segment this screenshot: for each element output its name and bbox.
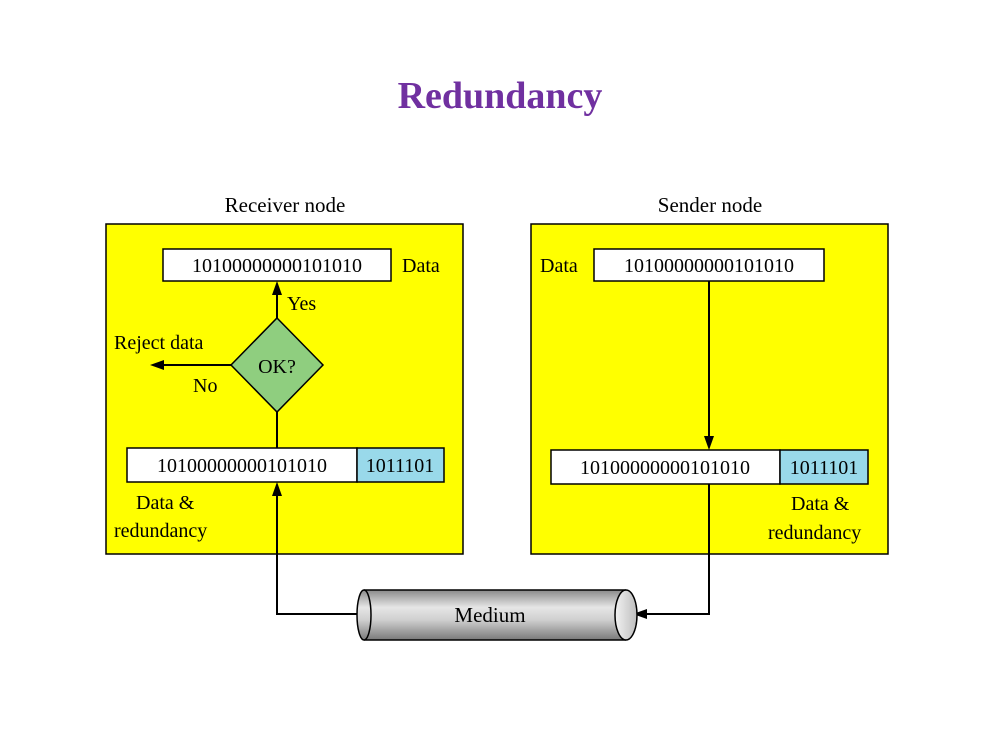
sender-redundancy-bits: 1011101 (790, 457, 859, 479)
receiver-data-label: Data (402, 255, 440, 277)
sender-data-bits: 10100000000101010 (624, 255, 794, 277)
receiver-combined-label-2: redundancy (114, 520, 207, 542)
sender-redundancy-box (779, 449, 869, 485)
receiver-data-bits: 10100000000101010 (192, 255, 362, 277)
sender-data-label: Data (540, 255, 578, 277)
receiver-up-arrowhead (272, 482, 282, 496)
no-label: No (193, 375, 217, 397)
medium-cylinder (356, 589, 638, 641)
yes-label: Yes (287, 293, 316, 315)
sender-down-arrowhead (704, 436, 714, 450)
medium-label: Medium (454, 603, 525, 627)
ok-decision-label: OK? (258, 356, 296, 378)
receiver-node-caption: Receiver node (225, 193, 346, 217)
sender-combined-label-1: Data & (791, 493, 850, 515)
receiver-redundancy-box (356, 447, 445, 483)
sender-node-caption: Sender node (658, 193, 762, 217)
yes-arrowhead (272, 281, 282, 295)
receiver-combined-bits: 10100000000101010 (157, 455, 327, 477)
receiver-combined-data-box (126, 447, 358, 483)
reject-arrowhead (150, 360, 164, 370)
reject-data-label: Reject data (114, 332, 204, 354)
page-title: Redundancy (398, 75, 603, 117)
medium-in-arrowhead (633, 609, 647, 619)
medium-to-receiver-line (276, 495, 358, 615)
sender-combined-label-2: redundancy (768, 522, 861, 544)
sender-combined-bits: 10100000000101010 (580, 457, 750, 479)
receiver-combined-label-1: Data & (136, 492, 195, 514)
sender-combined-data-box (550, 449, 781, 485)
receiver-redundancy-bits: 1011101 (366, 455, 435, 477)
sender-to-medium-line (645, 484, 710, 615)
